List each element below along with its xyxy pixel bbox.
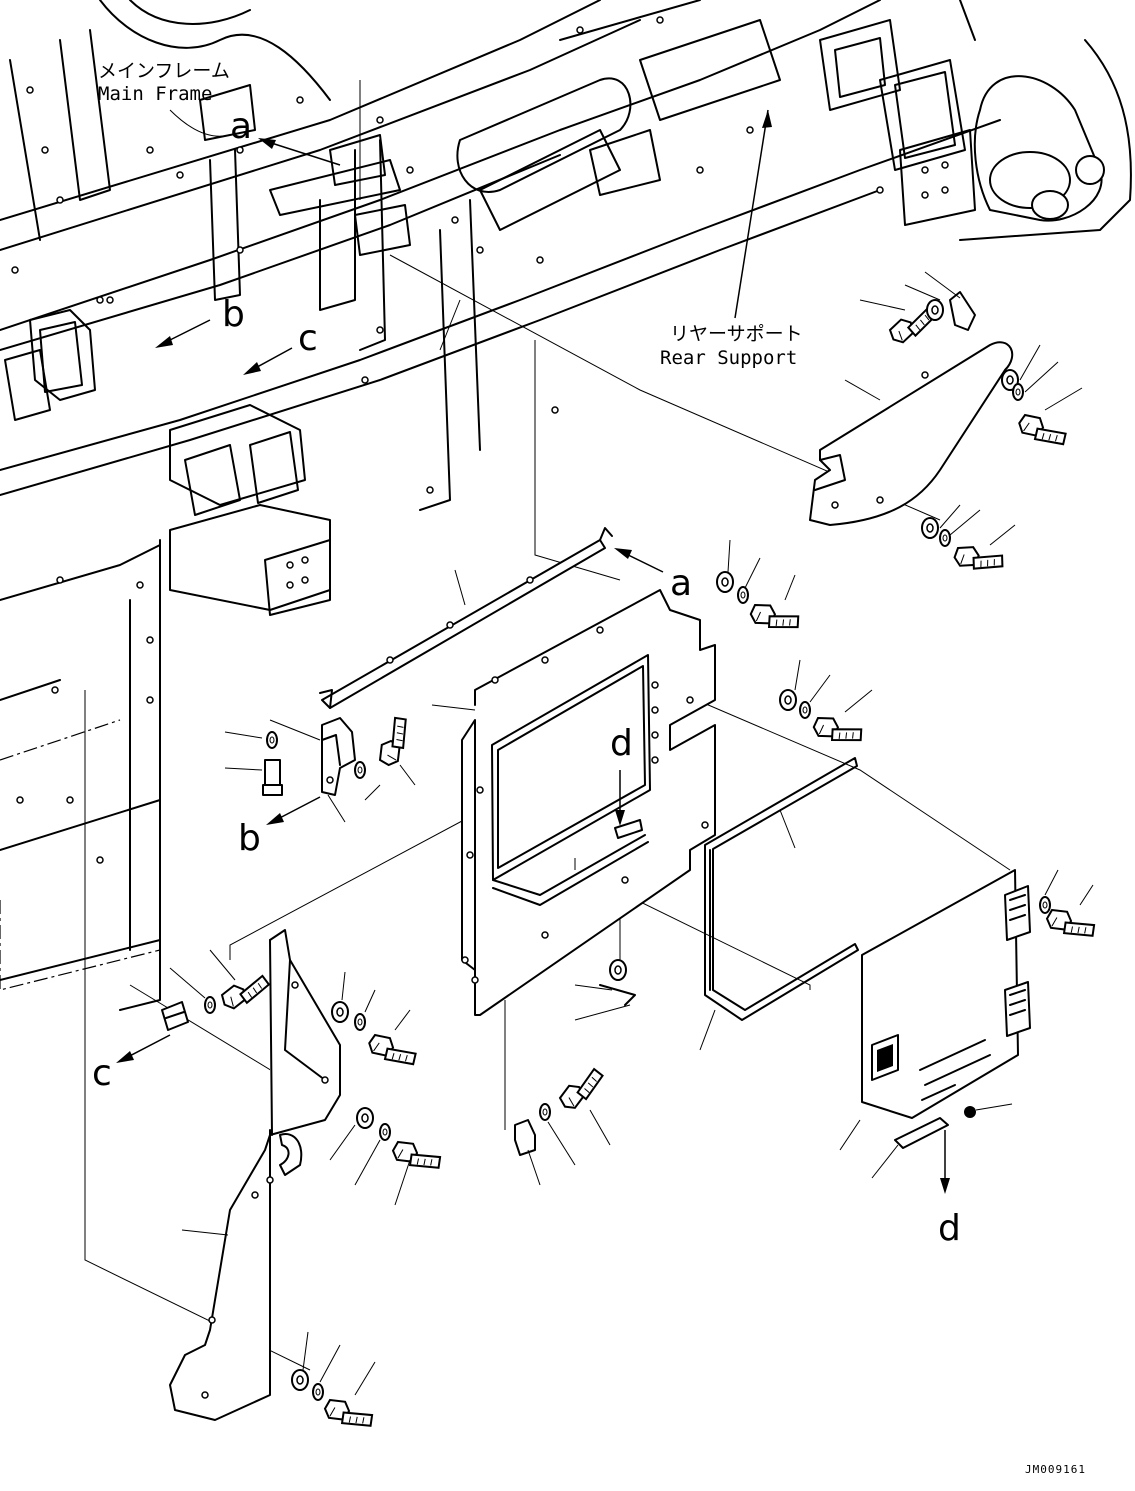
- panel-clip: [574, 959, 636, 1021]
- top-mounting-strip: a: [319, 527, 692, 709]
- callout-letter: b: [222, 294, 245, 335]
- side-cover-panel: c: [92, 929, 445, 1439]
- callout-c-frame: c: [243, 318, 318, 375]
- main-frame-label-en: Main Frame: [98, 83, 212, 105]
- grille-seal: [699, 757, 859, 1051]
- main-frame-label: メインフレーム Main Frame: [98, 60, 231, 137]
- rear-support-label-en: Rear Support: [660, 347, 797, 369]
- callout-letter: a: [230, 106, 252, 147]
- main-frame-assembly: [0, 0, 1132, 1011]
- rear-support-label-jp: リヤーサポート: [670, 323, 803, 345]
- bottom-bracket-assembly: [514, 1066, 611, 1186]
- callout-a-frame: a: [230, 106, 341, 166]
- rear-support-label: リヤーサポート Rear Support: [660, 109, 803, 369]
- radiator-grille-frame-panel: d: [431, 589, 716, 1016]
- rear-support-cover-plate: [809, 271, 1083, 581]
- drawing-number: JM009161: [1025, 1463, 1086, 1476]
- callout-letter: c: [298, 318, 318, 359]
- callout-letter-a: a: [670, 563, 692, 604]
- callout-letter-d: d: [610, 723, 633, 764]
- main-frame-label-jp: メインフレーム: [98, 60, 230, 82]
- access-door: d: [839, 869, 1099, 1249]
- bracket-b-assembly: b: [224, 713, 419, 859]
- callout-letter-b: b: [238, 818, 261, 859]
- callout-letter-c: c: [92, 1053, 112, 1094]
- callout-letter-d-latch: d: [938, 1208, 961, 1249]
- strip-fasteners: [716, 539, 873, 754]
- callout-b-frame: b: [155, 294, 245, 348]
